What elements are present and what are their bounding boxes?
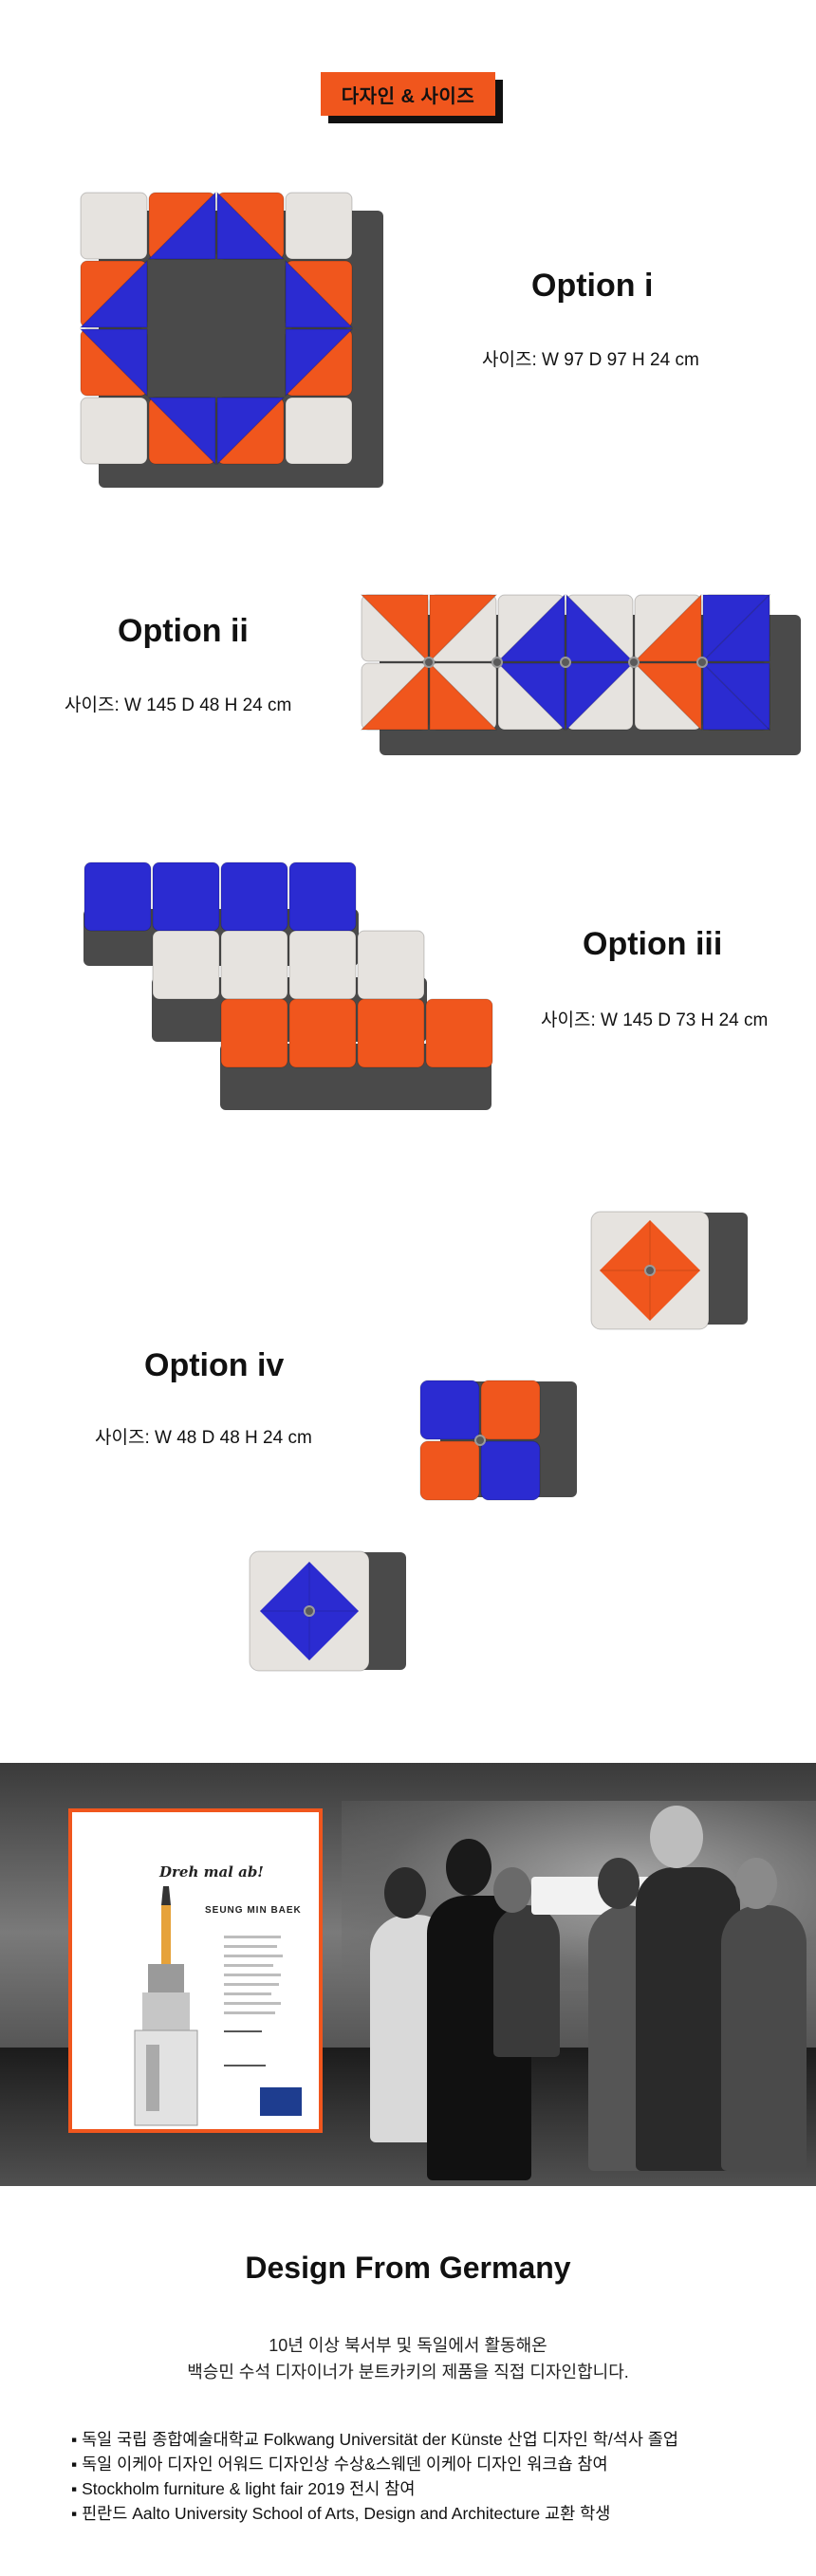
certificate-script-title: Dreh mal ab!	[159, 1863, 264, 1881]
option-ii-title: Option ii	[118, 613, 249, 649]
option-iv-checker-module	[419, 1380, 541, 1501]
about-intro-line-1: 10년 이상 북서부 및 독일에서 활동해온	[269, 2336, 547, 2355]
credential-item: 핀란드 Aalto University School of Arts, Des…	[71, 2501, 678, 2526]
designer-credentials-list: 독일 국립 종합예술대학교 Folkwang Universität der K…	[71, 2427, 678, 2526]
person-silhouette	[721, 1905, 807, 2171]
credential-item: 독일 국립 종합예술대학교 Folkwang Universität der K…	[71, 2427, 678, 2452]
option-iii-orange-row	[220, 998, 493, 1068]
option-i-title: Option i	[531, 268, 654, 304]
option-iv-size: 사이즈: W 48 D 48 H 24 cm	[95, 1428, 312, 1448]
option-iii-blue-row	[83, 862, 357, 932]
option-ii-size: 사이즈: W 145 D 48 H 24 cm	[65, 695, 292, 715]
option-iii-white-row	[152, 930, 425, 1000]
about-intro-line-2: 백승민 수석 디자이너가 분트카키의 제품을 직접 디자인합니다.	[187, 2363, 629, 2381]
section-tag: 다자인 & 사이즈	[321, 72, 495, 116]
option-iv-blue-module	[249, 1550, 370, 1672]
certificate-recipient-name: SEUNG MIN BAEK	[205, 1905, 302, 1916]
award-certificate: Dreh mal ab! SEUNG MIN BAEK	[68, 1808, 323, 2133]
option-iii-title: Option iii	[583, 926, 723, 962]
person-silhouette	[493, 1905, 560, 2057]
option-ii-modules	[361, 594, 771, 732]
pencil-sharpener-illustration	[134, 1886, 198, 2126]
option-iv-orange-module	[590, 1211, 710, 1330]
credential-item: 독일 이케아 디자인 어워드 디자인상 수상&스웨덴 이케아 디자인 워크숍 참…	[71, 2452, 678, 2476]
option-iii-size: 사이즈: W 145 D 73 H 24 cm	[541, 1010, 769, 1030]
ikea-foundation-logo	[260, 2087, 302, 2116]
option-iv-title: Option iv	[144, 1347, 285, 1383]
credential-item: Stockholm furniture & light fair 2019 전시…	[71, 2476, 678, 2501]
option-i-size: 사이즈: W 97 D 97 H 24 cm	[482, 350, 699, 370]
option-i-modules	[80, 192, 353, 465]
about-title: Design From Germany	[245, 2251, 571, 2285]
